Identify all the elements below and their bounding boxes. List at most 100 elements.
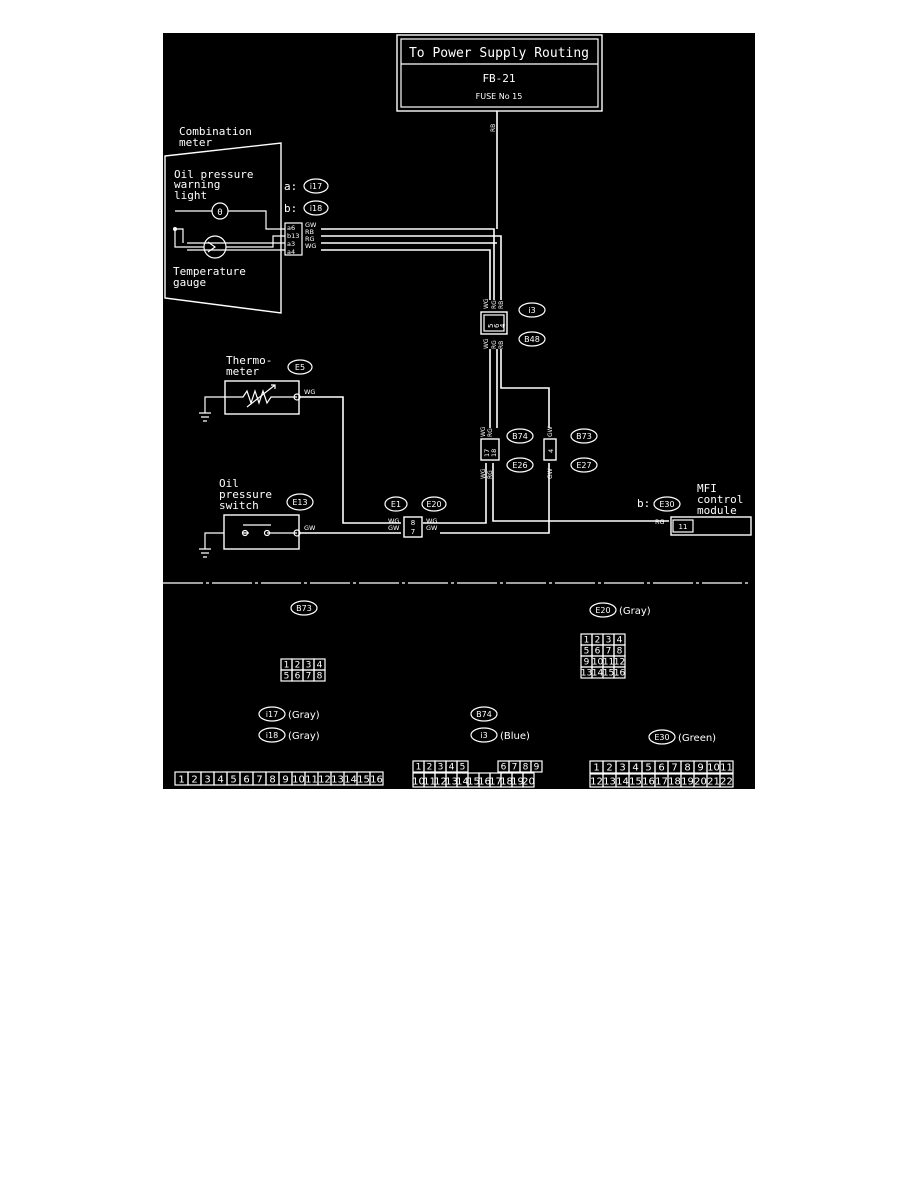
svg-text:WG: WG [483,298,490,309]
pin-number: 1 [593,763,599,774]
e20-label: E20 [426,500,441,509]
pin-number: 12 [434,777,447,788]
svg-text:MFI: MFI [697,482,717,495]
pin-number: 17 [655,777,668,788]
pin-number: 3 [306,661,312,671]
pin-number: 15 [629,777,642,788]
pin-cell [456,760,469,773]
legend-b74-label: B74 [476,710,492,719]
pin-number: 22 [720,777,733,788]
pin-number: 13 [331,775,344,786]
pin-number: 5 [460,763,466,773]
pin-number: 2 [191,775,197,786]
pin-number: 14 [616,777,629,788]
pin-number: 8 [617,647,623,657]
svg-text:b:: b: [637,497,650,510]
pin-number: 8 [523,763,529,773]
pin-number: 8 [269,775,275,786]
pin-number: 18 [668,777,681,788]
e26-label: E26 [512,461,527,470]
svg-text:RG: RG [487,428,494,437]
conn-a-label: i17 [310,182,322,191]
svg-text:GW: GW [547,426,554,437]
legend-i17-color: (Gray) [288,710,320,721]
svg-text:6: 6 [493,323,501,328]
pin-number: 6 [243,775,249,786]
oil-light-line2: warning [174,178,220,191]
pin-cell [530,760,543,773]
pin-number: 21 [707,777,720,788]
pin-number: 3 [438,763,444,773]
svg-text:Thermo-: Thermo- [226,354,272,367]
pin-number: 4 [317,661,323,671]
svg-text:11: 11 [679,523,688,531]
pin-number: 1 [416,763,422,773]
pin-number: 4 [617,636,623,646]
svg-text:module: module [697,504,737,517]
meter-pin-1: a6 [287,224,295,232]
svg-text:18: 18 [490,449,498,457]
power-wire-color: RB [490,124,497,132]
power-supply-box: To Power Supply Routing FB-21 FUSE No 15… [396,34,603,132]
pin-cell [369,771,384,786]
svg-text:WG: WG [388,517,399,525]
pin-number: 13 [445,777,458,788]
wiring-diagram: To Power Supply Routing FB-21 FUSE No 15… [163,34,752,788]
pin-cell [522,772,535,788]
pin-number: 15 [603,669,614,679]
pin-number: 7 [256,775,262,786]
meter-pin-2: b13 [287,232,299,240]
pin-number: 16 [370,775,383,786]
pin-number: 11 [423,777,436,788]
pin-number: 2 [295,661,301,671]
pin-number: 3 [619,763,625,774]
pin-number: 6 [658,763,664,774]
pin-number: 18 [500,777,513,788]
svg-text:RB: RB [498,341,505,349]
legend-e20-color: (Gray) [619,606,651,617]
pin-number: 4 [217,775,223,786]
meter-wire-3: RG [305,235,315,243]
wiring-diagram-panel: To Power Supply Routing FB-21 FUSE No 15… [163,33,755,789]
power-box-title: To Power Supply Routing [409,46,589,61]
svg-text:pressure: pressure [219,488,272,501]
pin-number: 13 [581,669,592,679]
legend-i3-color: (Blue) [500,731,530,742]
fuse-block-label: FB-21 [482,72,515,85]
svg-text:GW: GW [388,524,400,532]
pin-number: 3 [606,636,612,646]
b73-label: B73 [576,432,592,441]
oil-pressure-switch: Oil pressure switch E13 GW [199,477,316,558]
svg-text:control: control [697,493,743,506]
svg-text:GW: GW [426,524,438,532]
temp-gauge-line1: Temperature [173,265,246,278]
pin-number: 11 [720,763,733,774]
svg-text:GW: GW [304,524,316,532]
pin-number: 20 [694,777,707,788]
pin-number: 7 [512,763,518,773]
meter-title-1: Combination [179,125,252,138]
thermometer: Thermo- meter E5 WG [199,354,315,422]
pin-number: 20 [522,777,535,788]
svg-text:RG: RG [655,518,665,526]
conn-b-label: i18 [310,204,322,213]
connector-e1: E1 E20 WG GW 8 7 WG GW [384,496,447,538]
legend-b73-label: B73 [296,604,312,613]
svg-text:WG: WG [483,338,490,349]
svg-text:GW: GW [547,468,554,479]
pin-number: 8 [317,672,323,682]
legend-e30-label: E30 [654,733,669,742]
svg-text:0: 0 [217,208,222,218]
svg-text:5: 5 [487,324,495,328]
pin-number: 15 [357,775,370,786]
pin-number: 6 [501,763,507,773]
e13-label: E13 [292,498,307,507]
meter-pin-4: a4 [287,248,295,256]
legend-i3-label: i3 [480,731,487,740]
pin-number: 3 [204,775,210,786]
pin-number: 7 [306,672,312,682]
meter-pin-3: a3 [287,240,295,248]
